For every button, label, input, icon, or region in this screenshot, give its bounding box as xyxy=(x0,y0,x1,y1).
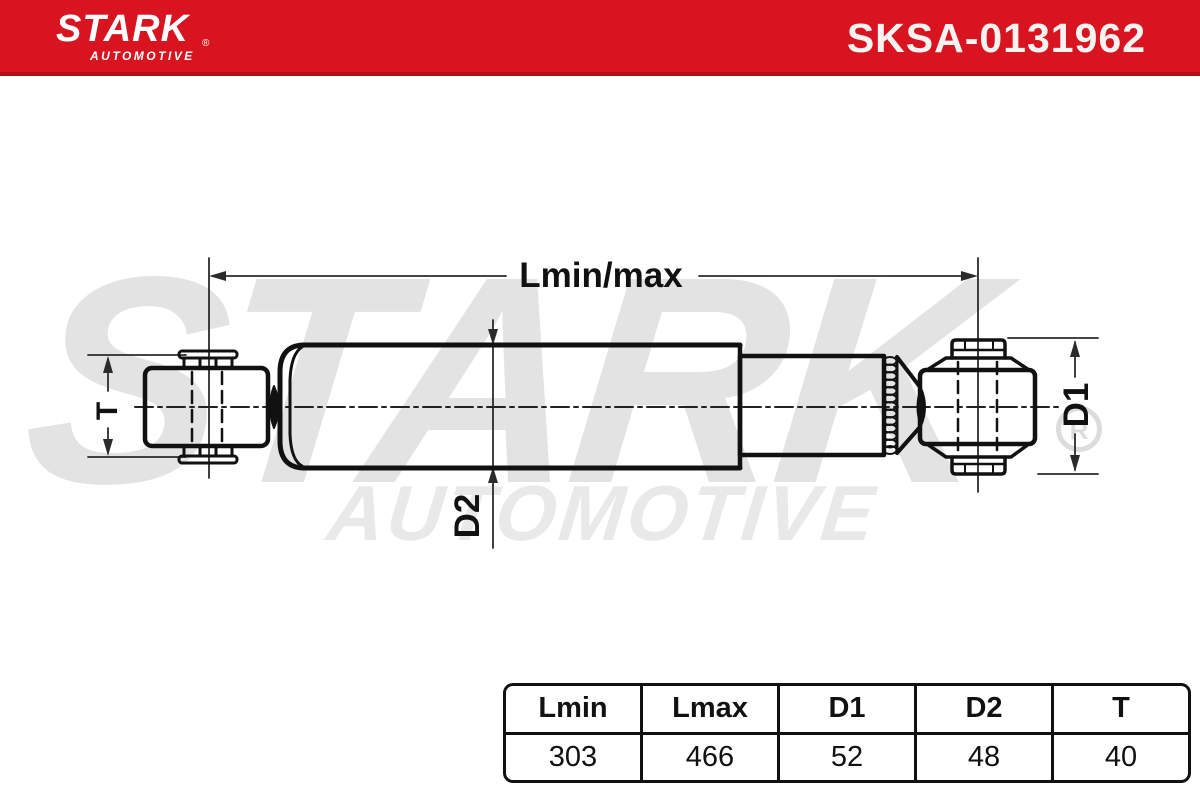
dimensions-table: Lmin Lmax D1 D2 T 303 466 52 48 40 xyxy=(503,683,1191,783)
dimension-label-d2: D2 xyxy=(448,493,487,539)
table-value-d2: 48 xyxy=(917,734,1054,780)
table-header-d1: D1 xyxy=(780,686,917,732)
brand-banner: STARK ® AUTOMOTIVE SKSA-0131962 xyxy=(0,0,1200,76)
table-header-lmax: Lmax xyxy=(643,686,780,732)
dimension-label-t: T xyxy=(91,401,124,421)
table-header-lmin: Lmin xyxy=(506,686,643,732)
table-value-t: 40 xyxy=(1104,740,1138,773)
dimension-label-lmin-max: Lmin/max xyxy=(519,256,683,295)
registered-trademark-icon: ® xyxy=(202,38,210,49)
table-value-lmax: 466 xyxy=(643,734,780,780)
table-value-lmin: 303 xyxy=(506,734,643,780)
dimensions-table-value-row: 303 466 52 48 40 xyxy=(506,734,1188,780)
stark-logo-subtext: AUTOMOTIVE xyxy=(90,49,195,63)
dimension-label-d1: D1 xyxy=(1057,382,1096,428)
dimensions-table-header-row: Lmin Lmax D1 D2 T xyxy=(506,686,1188,735)
table-header-t: T xyxy=(1112,692,1130,725)
part-number: SKSA-0131962 xyxy=(846,15,1146,61)
table-header-d2: D2 xyxy=(917,686,1054,732)
stark-logo: STARK ® AUTOMOTIVE xyxy=(56,8,209,63)
table-value-d1: 52 xyxy=(780,734,917,780)
stark-logo-text: STARK xyxy=(56,8,190,50)
